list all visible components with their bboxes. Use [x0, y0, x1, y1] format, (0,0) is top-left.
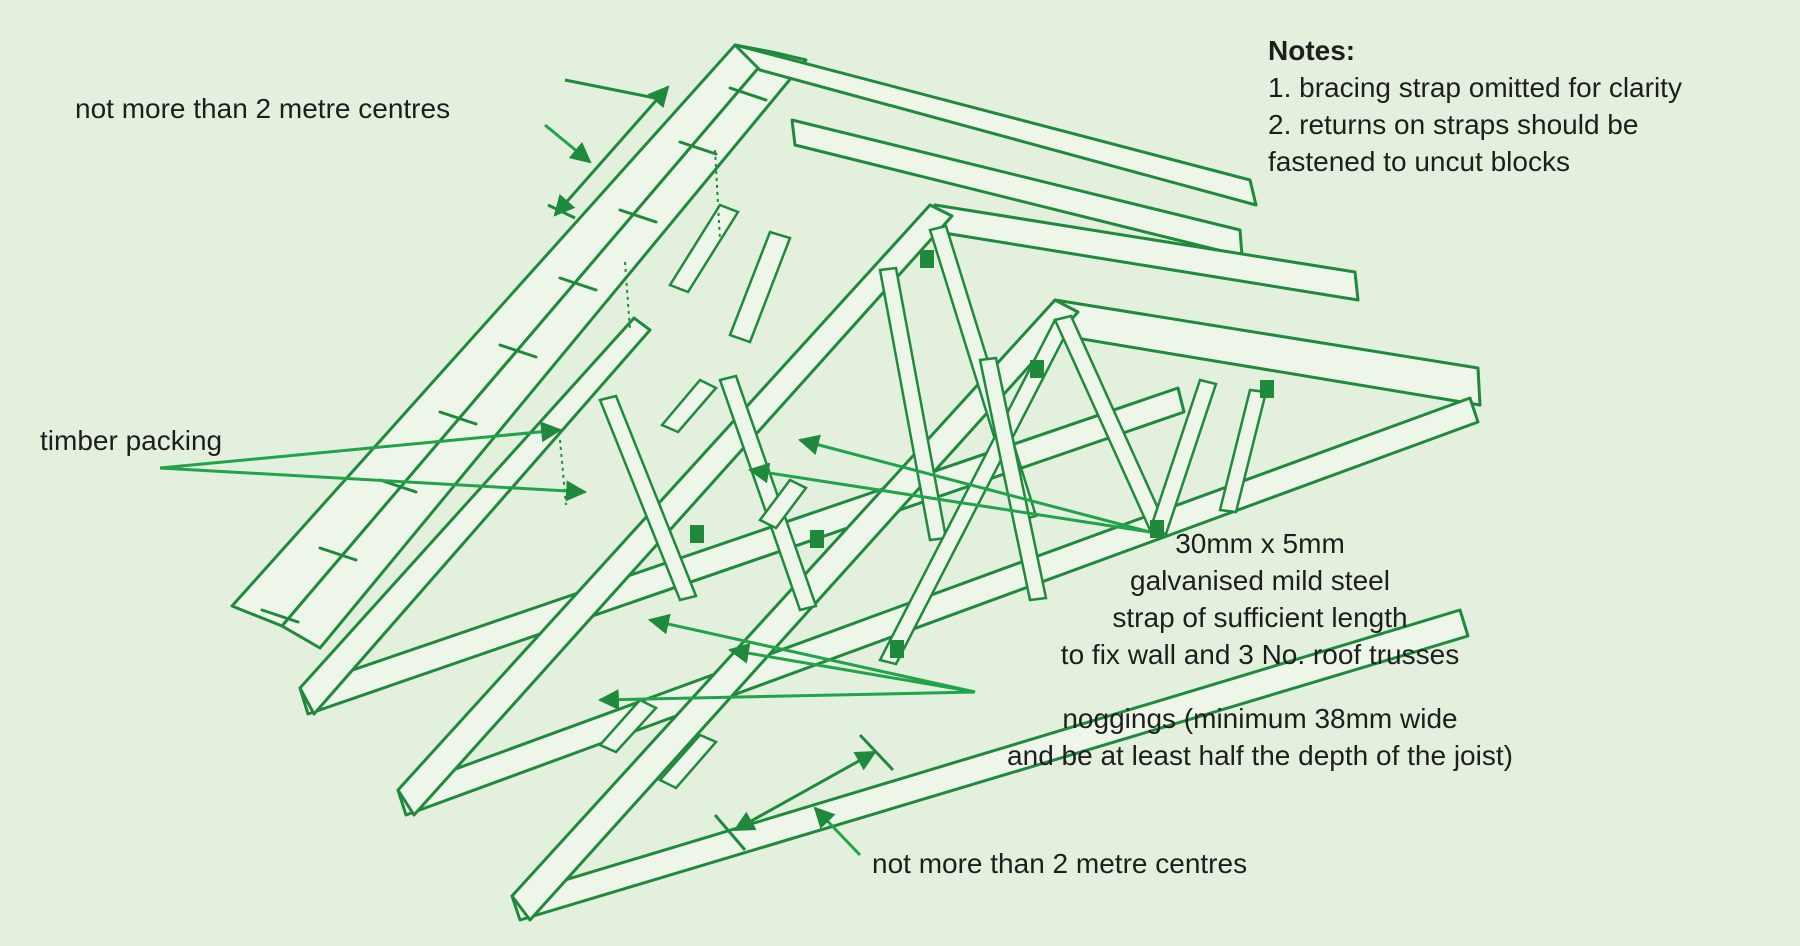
hidden-lines — [559, 149, 721, 506]
notes-block: Notes: 1. bracing strap omitted for clar… — [1268, 32, 1682, 180]
label-timber-packing: timber packing — [40, 425, 223, 456]
ridge-rails — [733, 43, 1482, 407]
strap-label-line: to fix wall and 3 No. roof trusses — [1060, 639, 1460, 670]
strap-label-line: galvanised mild steel — [1130, 565, 1390, 596]
strap-label: 30mm x 5mm galvanised mild steel strap o… — [1000, 525, 1520, 673]
notes-item: fastened to uncut blocks — [1268, 146, 1570, 177]
strap-label-line: 30mm x 5mm — [1175, 528, 1345, 559]
noggings-label: noggings (minimum 38mm wide and be at le… — [940, 700, 1580, 774]
truss-webs — [598, 224, 1268, 666]
label-centres-bottom: not more than 2 metre centres — [872, 848, 1248, 879]
rafters — [298, 203, 1080, 922]
nail-plates — [690, 250, 1274, 658]
notes-item: 2. returns on straps should be — [1268, 109, 1639, 140]
noggings-label-line: and be at least half the depth of the jo… — [1007, 740, 1513, 771]
notes-title: Notes: — [1268, 35, 1356, 66]
timber-packing-leaders — [159, 421, 588, 502]
noggings — [597, 203, 808, 790]
strap-leaders — [747, 434, 1151, 534]
noggings-leaders — [597, 613, 976, 711]
notes-item: 1. bracing strap omitted for clarity — [1268, 72, 1682, 103]
bottom-chords — [298, 386, 1480, 922]
label-centres-top: not more than 2 metre centres — [75, 93, 451, 124]
dimension-top — [544, 78, 670, 220]
strap-label-line: strap of sufficient length — [1112, 602, 1408, 633]
dimension-bottom — [713, 733, 895, 857]
noggings-label-line: noggings (minimum 38mm wide — [1062, 703, 1458, 734]
